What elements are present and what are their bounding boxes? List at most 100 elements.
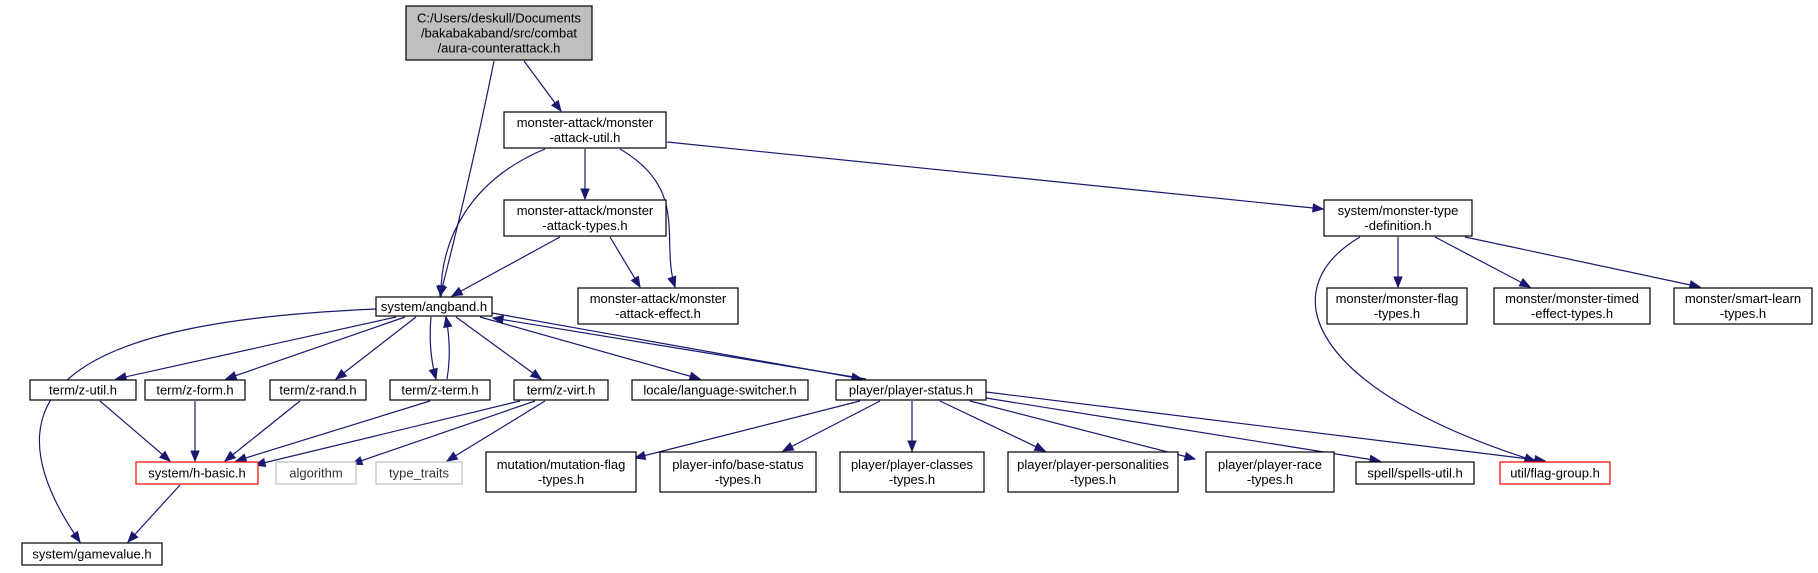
node-label-line: term/z-util.h: [49, 383, 117, 398]
node-box[interactable]: [29, 379, 137, 401]
edge-pps-to-ppp: [939, 400, 1047, 452]
node-label-line: term/z-term.h: [401, 383, 478, 398]
edge-arrowhead: [450, 286, 464, 297]
node-box[interactable]: [1007, 451, 1179, 493]
node-ppp[interactable]: player/player-personalities-types.h: [1007, 451, 1179, 493]
node-ufg[interactable]: util/flag-group.h: [1499, 461, 1611, 485]
node-box[interactable]: [839, 451, 985, 493]
node-box[interactable]: [503, 111, 667, 149]
node-msl[interactable]: monster/smart-learn-types.h: [1673, 287, 1813, 325]
node-mat[interactable]: monster-attack/monster-attack-types.h: [503, 199, 667, 237]
node-mte[interactable]: monster/monster-timed-effect-types.h: [1493, 287, 1651, 325]
node-box[interactable]: [485, 451, 637, 493]
edge-pps-to-mut: [633, 400, 861, 461]
node-mau[interactable]: monster-attack/monster-attack-util.h: [503, 111, 667, 149]
edge-line: [969, 400, 1196, 460]
edge-line: [619, 148, 676, 288]
node-box[interactable]: [1205, 451, 1335, 493]
node-mut[interactable]: mutation/mutation-flag-types.h: [485, 451, 637, 493]
edge-arrowhead: [1518, 277, 1532, 288]
node-zfo[interactable]: term/z-form.h: [144, 379, 246, 401]
node-zvi[interactable]: term/z-virt.h: [513, 379, 609, 401]
node-zra[interactable]: term/z-rand.h: [269, 379, 367, 401]
node-label-line: player/player-status.h: [849, 383, 973, 398]
node-box[interactable]: [389, 379, 491, 401]
edge-line: [1434, 236, 1531, 288]
node-mae[interactable]: monster-attack/monster-attack-effect.h: [577, 287, 739, 325]
edge-line: [224, 400, 301, 462]
node-box[interactable]: [21, 542, 163, 566]
node-ppr[interactable]: player/player-race-types.h: [1205, 451, 1335, 493]
edge-mtd-to-ufg: [1314, 236, 1537, 463]
edge-line: [634, 400, 861, 459]
edge-line: [492, 317, 867, 380]
node-root[interactable]: C:/Users/deskull/Documents/bakabakaband/…: [405, 5, 593, 61]
edge-pps-to-ppc: [907, 401, 917, 453]
edge-arrowhead: [428, 367, 438, 381]
node-hba[interactable]: system/h-basic.h: [135, 461, 259, 485]
node-label-line: locale/language-switcher.h: [643, 383, 796, 398]
node-box[interactable]: [835, 379, 987, 401]
node-label-line: monster/monster-flag: [1336, 291, 1459, 306]
node-ang[interactable]: system/angband.h: [375, 296, 493, 317]
node-mft[interactable]: monster/monster-flag-types.h: [1326, 287, 1468, 325]
node-box[interactable]: [1673, 287, 1813, 325]
node-alg[interactable]: algorithm: [275, 461, 357, 485]
node-box[interactable]: [135, 461, 259, 485]
node-spu[interactable]: spell/spells-util.h: [1355, 461, 1475, 485]
node-box[interactable]: [269, 379, 367, 401]
edge-zfo-to-hba: [190, 401, 200, 463]
edge-arrowhead: [234, 453, 248, 463]
edge-line: [351, 400, 536, 465]
edge-arrowhead: [1183, 451, 1197, 461]
node-pib[interactable]: player-info/base-status-types.h: [659, 451, 817, 493]
edge-root-to-ang: [438, 60, 495, 298]
edge-line: [38, 308, 377, 543]
edge-ang-to-sgv: [38, 308, 377, 544]
node-box[interactable]: [1323, 199, 1473, 237]
node-box[interactable]: [405, 5, 593, 61]
edge-line: [1314, 236, 1536, 462]
edge-line: [115, 316, 397, 380]
edge-zvi-to-hba: [253, 400, 521, 468]
node-box[interactable]: [375, 296, 493, 317]
edge-ang-to-zfo: [224, 316, 406, 381]
node-box[interactable]: [1493, 287, 1651, 325]
edge-pps-to-pib: [781, 400, 881, 452]
node-label-line: player/player-classes: [851, 457, 974, 472]
node-mtd[interactable]: system/monster-type-definition.h: [1323, 199, 1473, 237]
edge-line: [455, 316, 542, 380]
node-box[interactable]: [659, 451, 817, 493]
node-box[interactable]: [503, 199, 667, 237]
node-box[interactable]: [275, 461, 357, 485]
node-box[interactable]: [1355, 461, 1475, 485]
node-zut[interactable]: term/z-util.h: [29, 379, 137, 401]
node-label-line: -types.h: [889, 472, 935, 487]
edge-arrowhead: [1523, 453, 1537, 463]
node-label-line: util/flag-group.h: [1510, 466, 1600, 481]
node-sgv[interactable]: system/gamevalue.h: [21, 542, 163, 566]
node-ppc[interactable]: player/player-classes-types.h: [839, 451, 985, 493]
node-pps[interactable]: player/player-status.h: [835, 379, 987, 401]
node-box[interactable]: [577, 287, 739, 325]
edge-line: [235, 400, 431, 462]
edge-ang-to-zvi: [455, 316, 543, 380]
edge-line: [1464, 236, 1701, 288]
edge-arrowhead: [580, 188, 590, 201]
node-box[interactable]: [1499, 461, 1611, 485]
node-box[interactable]: [513, 379, 609, 401]
node-box[interactable]: [631, 379, 809, 401]
edge-arrowhead: [127, 531, 139, 543]
node-label-line: C:/Users/deskull/Documents: [417, 11, 581, 26]
node-tyt[interactable]: type_traits: [375, 461, 463, 485]
node-box[interactable]: [375, 461, 463, 485]
node-box[interactable]: [144, 379, 246, 401]
node-zte[interactable]: term/z-term.h: [389, 379, 491, 401]
node-label-line: monster-attack/monster: [517, 203, 654, 218]
edge-mtd-to-mft: [1393, 237, 1403, 289]
edge-arrowhead: [688, 371, 702, 381]
node-box[interactable]: [1326, 287, 1468, 325]
edge-line: [254, 400, 521, 466]
edge-arrowhead: [190, 450, 200, 463]
node-lsw[interactable]: locale/language-switcher.h: [631, 379, 809, 401]
